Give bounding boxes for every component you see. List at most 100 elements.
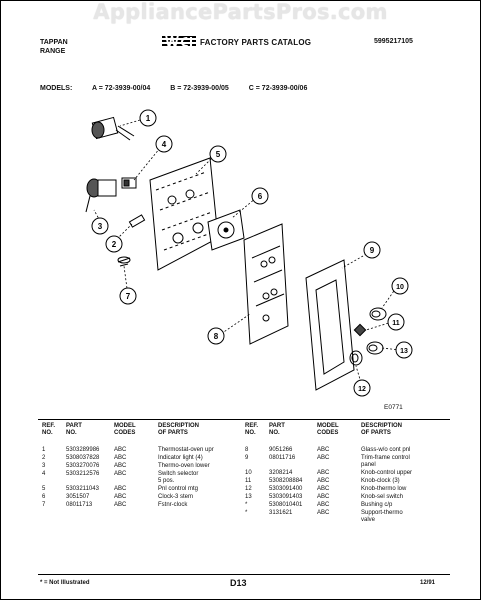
- header-model: MODEL CODES: [114, 423, 136, 436]
- callout-9: 9: [363, 241, 381, 259]
- model-code-cell: ABC: [114, 463, 127, 469]
- model-list: MODELS: A = 72-3939-00/04 B = 72-3939-00…: [40, 85, 325, 92]
- callout-12: 12: [353, 379, 371, 397]
- table-header: REF. NO. PART NO. MODEL CODES DESCRIPTIO…: [40, 423, 240, 437]
- description-cell: Knob-thermo low: [361, 486, 407, 492]
- svg-text:3: 3: [98, 222, 103, 231]
- part-number-cell: 5303211043: [66, 486, 99, 492]
- ref-cell: 10: [245, 470, 252, 476]
- brand-name: TAPPAN: [40, 39, 68, 46]
- not-illustrated-note: * = Not Illustrated: [40, 580, 90, 586]
- description-cell: Bushing c/p: [361, 502, 393, 508]
- part-number-cell: 08011716: [269, 455, 296, 461]
- product-type: RANGE: [40, 48, 66, 55]
- description-cell: Thermo-oven lower: [158, 463, 210, 469]
- callout-13: 13: [395, 341, 413, 359]
- table-row: * 3131621 ABC Support-thermo valve: [243, 510, 443, 524]
- callout-6: 6: [251, 187, 269, 205]
- ref-cell: 9: [245, 455, 249, 461]
- ref-cell: 1: [42, 447, 46, 453]
- model-code-cell: ABC: [317, 455, 330, 461]
- part-number-cell: 3051507: [66, 494, 90, 500]
- svg-text:13: 13: [400, 348, 408, 355]
- model-code-cell: ABC: [317, 510, 330, 516]
- ref-cell: 8: [245, 447, 249, 453]
- svg-text:8: 8: [214, 332, 219, 341]
- callout-3: 3: [91, 217, 109, 235]
- header-part: PART NO.: [269, 423, 285, 436]
- callout-7: 7: [119, 287, 137, 305]
- table-row: 6 3051507 ABC Clock-3 stem: [40, 494, 240, 501]
- ref-cell: 6: [42, 494, 46, 500]
- part-number-cell: 3131621: [269, 510, 293, 516]
- svg-text:6: 6: [258, 192, 263, 201]
- model-a: A = 72-3939-00/04: [91, 85, 151, 92]
- svg-text:10: 10: [396, 284, 404, 291]
- part-number-cell: 5303091400: [269, 486, 303, 492]
- clock-part: [207, 209, 245, 251]
- part-number-cell: 5308208884: [269, 478, 303, 484]
- description-cell: Knob-clock (3): [361, 478, 400, 484]
- parts-table-left: REF. NO. PART NO. MODEL CODES DESCRIPTIO…: [40, 423, 240, 510]
- svg-text:12: 12: [358, 386, 366, 393]
- model-code-cell: ABC: [317, 447, 330, 453]
- clock-fastener-part: [117, 256, 131, 267]
- svg-text:4: 4: [162, 140, 167, 149]
- switch-selector-part: [121, 177, 137, 189]
- description-cell: Glass-w/o cont pnl: [361, 447, 411, 453]
- svg-text:7: 7: [126, 292, 131, 301]
- model-c: C = 72-3939-00/06: [248, 85, 308, 92]
- callout-10: 10: [391, 277, 409, 295]
- ref-cell: 13: [245, 494, 252, 500]
- ref-cell: 2: [42, 455, 46, 461]
- part-number-cell: 5303091403: [269, 494, 303, 500]
- callout-2: 2: [105, 235, 123, 253]
- exploded-parts-diagram: 1 4 5 6 3 2 7 8 9 10 11 13 12: [85, 109, 413, 397]
- ref-cell: 3: [42, 463, 46, 469]
- part-number-cell: 5303289986: [66, 447, 100, 453]
- catalog-title: FACTORY PARTS CATALOG: [200, 38, 312, 47]
- description-cell: Support-thermo valve: [361, 510, 403, 523]
- model-code-cell: ABC: [114, 494, 127, 500]
- description-cell: Fstnr-clock: [158, 502, 188, 508]
- part-number-cell: 08011713: [66, 502, 93, 508]
- wci-logo-icon: [162, 35, 196, 48]
- indicator-light-part: [128, 214, 146, 228]
- svg-text:9: 9: [370, 246, 375, 255]
- header-part: PART NO.: [66, 423, 82, 436]
- model-code-cell: ABC: [114, 447, 127, 453]
- ref-cell: *: [245, 510, 248, 516]
- part-number-cell: 5303270076: [66, 463, 100, 469]
- brand-block: TAPPAN RANGE: [40, 38, 68, 56]
- callout-5: 5: [209, 145, 227, 163]
- description-cell: Knob-control upper: [361, 470, 413, 476]
- ref-cell: 12: [245, 486, 252, 492]
- description-cell: Indicator light (4): [158, 455, 203, 461]
- thermostat-upper-part: [91, 116, 135, 141]
- control-panel-part: [149, 157, 219, 271]
- description-cell: Clock-3 stem: [158, 494, 194, 500]
- glass-panel-part: [243, 223, 289, 345]
- footer-divider: [38, 574, 450, 575]
- trim-frame-part: [305, 259, 355, 391]
- part-number-cell: 9051266: [269, 447, 293, 453]
- part-number-cell: 5308010401: [269, 502, 303, 508]
- model-code-cell: ABC: [114, 486, 127, 492]
- header-model: MODEL CODES: [317, 423, 339, 436]
- ref-cell: 7: [42, 502, 46, 508]
- model-b: B = 72-3939-00/05: [170, 85, 229, 92]
- thermostat-lower-part: [85, 178, 117, 213]
- models-label: MODELS:: [40, 85, 73, 92]
- model-code-cell: ABC: [317, 478, 330, 484]
- ref-cell: 4: [42, 471, 46, 477]
- svg-text:5: 5: [216, 150, 221, 159]
- knob-selector-part: [366, 341, 384, 355]
- callout-1: 1: [139, 109, 157, 127]
